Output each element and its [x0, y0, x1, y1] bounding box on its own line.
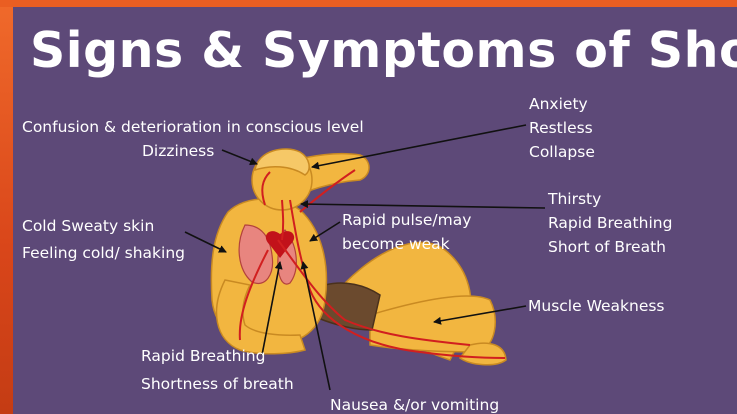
label-dizziness: Dizziness [142, 141, 214, 161]
label-short-of-breath: Short of Breath [548, 237, 666, 257]
label-thirsty: Thirsty [548, 189, 601, 209]
label-restless: Restless [529, 118, 593, 138]
label-feeling-cold: Feeling cold/ shaking [22, 243, 185, 263]
arrow-thirsty [301, 204, 545, 208]
label-confusion: Confusion & deterioration in conscious l… [22, 117, 364, 137]
label-rapid-breathing-bottom: Rapid Breathing [141, 346, 265, 366]
label-rapid-pulse-line2: become weak [342, 234, 450, 254]
label-collapse: Collapse [529, 142, 595, 162]
label-rapid-pulse-line1: Rapid pulse/may [342, 210, 471, 230]
label-anxiety: Anxiety [529, 94, 588, 114]
label-cold-sweaty-skin: Cold Sweaty skin [22, 216, 154, 236]
shorts [318, 283, 380, 330]
label-nausea: Nausea &/or vomiting [330, 395, 499, 414]
arrow-dizziness [222, 150, 257, 164]
label-shortness-of-breath: Shortness of breath [141, 374, 294, 394]
label-muscle-weakness: Muscle Weakness [528, 296, 665, 316]
label-rapid-breathing-right: Rapid Breathing [548, 213, 672, 233]
